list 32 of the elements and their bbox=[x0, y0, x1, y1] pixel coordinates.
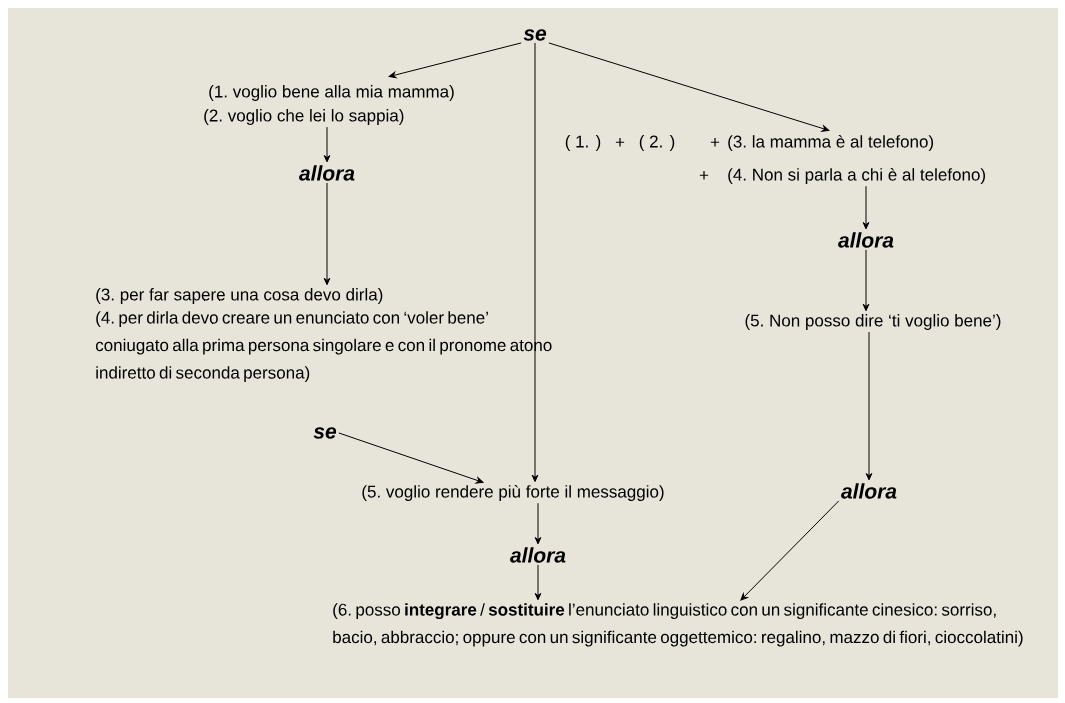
arrow bbox=[548, 42, 830, 132]
formula-text: + bbox=[699, 171, 709, 180]
statement-text: (4. Non si parla a chi è al telefono) bbox=[728, 167, 985, 184]
arrow bbox=[862, 249, 870, 312]
arrow bbox=[862, 185, 870, 230]
arrow bbox=[534, 502, 542, 545]
statement-text: (6. posso integrare / sostituire l’enunciato linguistico con un significante cinesico: sorriso, bacio, abbraccio; oppure con un significante oggettemico: regalino, mazzo di fiori, cioccolatini) bbox=[333, 603, 1023, 647]
arrow bbox=[740, 500, 840, 601]
formula-text: + bbox=[615, 138, 625, 147]
arrow bbox=[388, 42, 522, 79]
formula-text: ( 1. ) bbox=[565, 135, 601, 151]
statement-text: (1. voglio bene alla mia mamma) bbox=[209, 85, 454, 101]
keyword-text: se bbox=[313, 427, 337, 439]
arrow bbox=[323, 126, 331, 163]
keyword-text: allora bbox=[510, 547, 566, 563]
keyword-text: allora bbox=[838, 232, 894, 248]
arrow bbox=[865, 331, 873, 481]
arrow bbox=[534, 564, 542, 601]
statement-text: (2. voglio che lei lo sappia) bbox=[204, 109, 404, 125]
arrow bbox=[323, 182, 331, 286]
statement-text: (5. Non posso dire ‘ti voglio bene’) bbox=[745, 314, 1001, 330]
keyword-text: allora bbox=[299, 165, 355, 181]
keyword-text: allora bbox=[841, 483, 897, 499]
arrow bbox=[531, 42, 539, 483]
keyword-text: se bbox=[523, 29, 547, 41]
formula-text: ( 2. ) bbox=[639, 135, 675, 151]
statement-text: (3. la mamma è al telefono) bbox=[728, 135, 934, 151]
statement-text: (3. per far sapere una cosa devo dirla) bbox=[96, 288, 383, 304]
statement-text: (5. voglio rendere più forte il messaggio) bbox=[362, 484, 664, 501]
formula-text: + bbox=[710, 138, 720, 147]
statement-text: (4. per dirla devo creare un enunciato con ‘voler bene’ coniugato alla prima persona singolare e con il pronome atono indiretto di seconda persona) bbox=[95, 311, 552, 383]
arrow bbox=[338, 432, 484, 484]
